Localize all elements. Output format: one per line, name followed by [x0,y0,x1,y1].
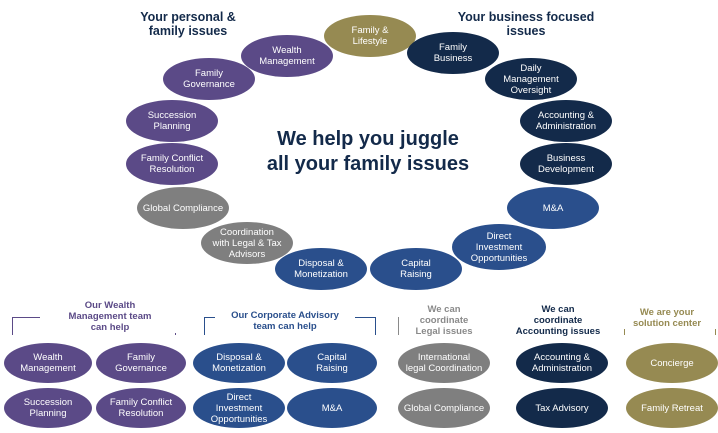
circle-item-global-compliance: Global Compliance [137,187,229,229]
circle-item-succession-planning: Succession Planning [126,100,218,142]
circle-item-wealth-management: Wealth Management [241,35,333,77]
business-issues-header: Your business focused issues [457,10,595,38]
circle-item-accounting-and-administration: Accounting & Administration [520,100,612,142]
section-title: Our Corporate Advisory team can help [215,310,355,332]
section-item-family-retreat: Family Retreat [626,388,718,428]
section-item-wealth-management: Wealth Management [4,343,92,383]
section-item-succession-planning: Succession Planning [4,388,92,428]
section-item-international-legal-coordination: International legal Coordination [398,343,490,383]
section-title: We can coordinate Accounting issues [508,304,608,337]
section-title: We are your solution center [617,307,717,329]
section-item-accounting-and-administration: Accounting & Administration [516,343,608,383]
circle-item-business-development: Business Development [520,143,612,185]
section-item-global-compliance: Global Compliance [398,388,490,428]
circle-item-disposal-and-monetization: Disposal & Monetization [275,248,367,290]
circle-item-capital-raising: Capital Raising [370,248,462,290]
circle-item-family-conflict-resolution: Family Conflict Resolution [126,143,218,185]
section-item-family-conflict-resolution: Family Conflict Resolution [96,388,186,428]
section-title: We can coordinate Legal issues [399,304,489,337]
personal-issues-header: Your personal & family issues [140,10,236,38]
section-item-disposal-and-monetization: Disposal & Monetization [193,343,285,383]
circle-item-family-and-lifestyle: Family & Lifestyle [324,15,416,57]
circle-item-daily-management-oversight: Daily Management Oversight [485,58,577,100]
circle-item-manda: M&A [507,187,599,229]
circle-item-direct-investment-opportunities: Direct Investment Opportunities [452,224,546,270]
center-headline: We help you juggle all your family issue… [266,128,470,175]
section-item-manda: M&A [287,388,377,428]
circle-item-family-business: Family Business [407,32,499,74]
section-item-tax-advisory: Tax Advisory [516,388,608,428]
circle-item-coordination-with-legal-and-tax-advisors: Coordination with Legal & Tax Advisors [201,222,293,264]
section-item-direct-investment-opportunities: Direct Investment Opportunities [193,388,285,428]
section-item-family-governance: Family Governance [96,343,186,383]
section-title: Our Wealth Management team can help [40,300,180,333]
section-item-capital-raising: Capital Raising [287,343,377,383]
section-item-concierge: Concierge [626,343,718,383]
circle-item-family-governance: Family Governance [163,58,255,100]
